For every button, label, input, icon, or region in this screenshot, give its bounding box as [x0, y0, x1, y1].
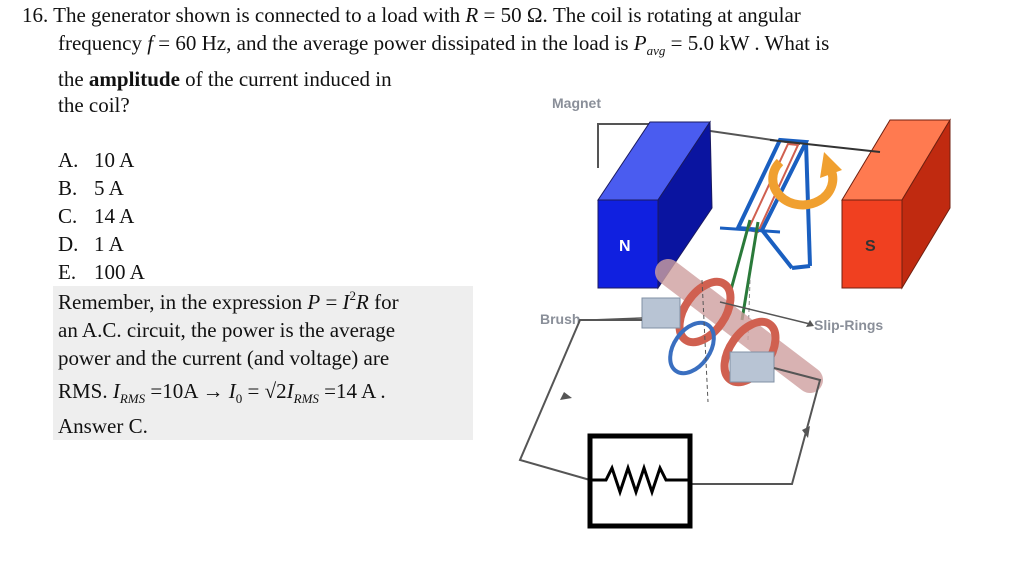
rotation-arrow-icon [768, 152, 842, 210]
rotating-coil [718, 137, 881, 341]
question-line-2: frequency f = 60 Hz, and the average pow… [58, 31, 830, 58]
north-label: N [619, 238, 631, 255]
north-pole-magnet: N [597, 120, 713, 290]
explanation-line-2: an A.C. circuit, the power is the averag… [58, 318, 396, 342]
emphasis-amplitude: amplitude [88, 67, 180, 91]
explanation-line-4: RMS. IRMS =10A → I0 = √2IRMS =14 A . [58, 379, 386, 406]
choice-c[interactable]: C.14 A [58, 204, 135, 228]
magnet-pointer-line [597, 123, 801, 168]
current-arrow-icon-2 [802, 426, 810, 438]
resistor-symbol-icon [592, 463, 688, 497]
slip-rings-pointer-line [719, 301, 811, 325]
brush-upper [641, 297, 681, 329]
south-pole-magnet: S [841, 118, 951, 290]
brush-label: Brush [540, 311, 580, 327]
explanation-line-1: Remember, in the expression P = I2R for [58, 288, 399, 314]
choice-b[interactable]: B.5 A [58, 176, 124, 200]
slip-rings-pointer-arrowhead [806, 320, 814, 327]
question-line-4: the coil? [58, 93, 130, 117]
slip-rings-label: Slip-Rings [814, 317, 883, 333]
circuit-wires [518, 319, 822, 485]
question-line-3: the amplitude of the current induced in [58, 67, 392, 91]
explanation-box: Remember, in the expression P = I2R for … [53, 286, 473, 440]
question-line-1: 16. The generator shown is connected to … [22, 3, 801, 27]
load-resistor [587, 433, 693, 529]
choice-d[interactable]: D.1 A [58, 232, 124, 256]
magnet-label: Magnet [552, 95, 601, 111]
answer-choices: A.10 A B.5 A C.14 A D.1 A E.100 A [58, 146, 145, 286]
generator-diagram: Magnet N S [518, 95, 951, 529]
explanation-line-3: power and the current (and voltage) are [58, 346, 390, 370]
choice-a[interactable]: A.10 A [58, 148, 135, 172]
south-label: S [865, 238, 876, 255]
current-arrow-icon [560, 392, 572, 400]
question-number: 16. [22, 3, 49, 27]
brush-lower [729, 351, 775, 383]
explanation-answer: Answer C. [58, 414, 148, 438]
choice-e[interactable]: E.100 A [58, 260, 145, 284]
